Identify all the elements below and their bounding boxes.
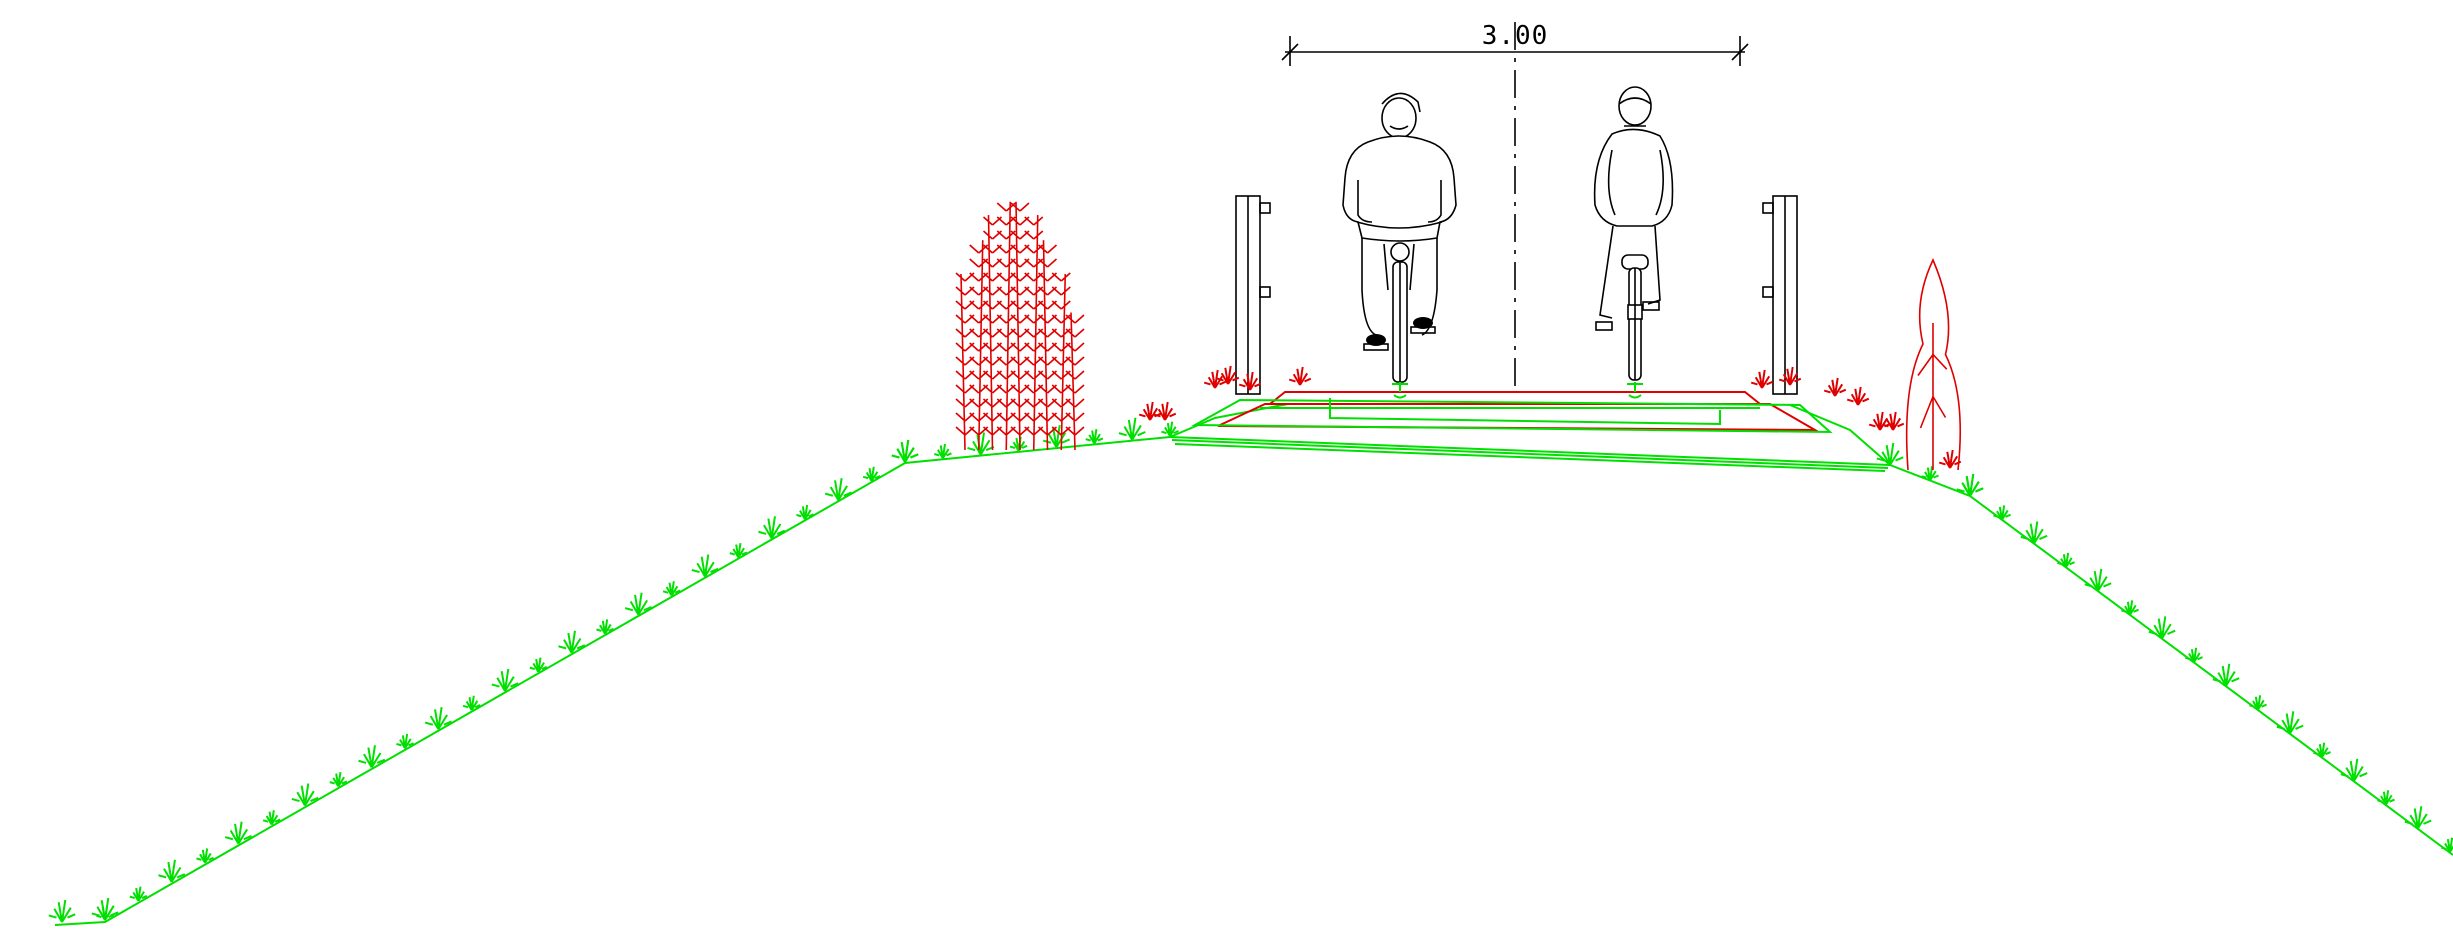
grass-tuft [291,783,319,807]
grass-tuft [262,810,281,826]
grass-tuft [491,668,519,692]
grass-tuft [1161,421,1179,437]
grass-tuft [2185,647,2203,663]
grass-tuft [1238,371,1262,391]
grass-tuft [624,592,652,616]
grass-tuft [2340,758,2368,782]
grass-tuft [462,695,481,711]
grass-tuft [1993,505,2011,521]
grass-tuft [2212,663,2240,687]
grass-tuft [691,554,719,578]
grass-tuft [1938,449,1962,469]
grass-tuft [796,504,814,520]
grass-tuft [1868,411,1892,431]
grass-tuft [1921,466,1939,482]
grass-tuft [1085,428,1104,444]
grass-tuft [824,478,852,501]
subbase-line [1169,436,1891,466]
grass-tuft [967,432,995,456]
grass-tuft [862,466,881,482]
embankment-profile [54,403,2453,926]
grass-tuft [1216,365,1240,385]
right-slope [1889,464,2453,856]
cyclist-front [1342,92,1457,383]
grass-tuft [1778,366,1802,386]
grass-tuft [129,886,148,902]
cypress-outline [1905,258,1962,471]
grass-tuft [1009,436,1028,452]
grass-tuft [2148,616,2176,639]
left-post [1235,195,1271,395]
grass-tuft [2249,695,2267,711]
grass-tuft [758,516,786,539]
right-shrub [1905,258,1962,471]
grass-tuft [158,859,186,883]
grass-tuft [2057,552,2075,568]
grass-tuft [2377,790,2395,806]
grass-tuft [891,439,919,463]
grass-tuft [2084,568,2112,592]
grass-tuft [1153,401,1177,421]
grass-tuft [1956,473,1984,497]
subbase-hatch [1171,439,1889,472]
grass-tuft [934,443,952,459]
grass-tuft [1823,377,1847,397]
grass-tuft [224,821,252,845]
grass-tuft [2313,742,2331,758]
grass-tuft [1876,442,1904,466]
grass-tuft [662,581,681,597]
grass-tuft [2020,521,2048,544]
grass-tuft [1750,369,1774,389]
grass-tuft [329,771,348,787]
right-post [1762,195,1798,395]
width-dimension: 3.00 [1281,21,1749,66]
wheel-contacts [1392,382,1643,399]
grass-tuft [558,630,586,654]
grass-tuft [1138,401,1162,421]
grass-tuft [2276,711,2304,734]
cyclist-rear [1593,86,1674,381]
grass-tuft [1288,366,1312,386]
grass-tuft [91,897,119,921]
right-shoulder [1789,404,1891,466]
left-shrub [955,201,1085,451]
grass-tuft [596,619,614,635]
grass-tuft [424,707,452,730]
base-course-green [1191,398,1833,434]
left-slope [54,436,1171,926]
dimension-label: 3.00 [1482,21,1549,51]
grass-tuft [2121,600,2139,616]
grass-tuft [729,542,748,558]
grass-tuft [358,745,386,768]
grass-tuft [529,657,548,673]
grass-tuft [1846,386,1870,406]
grass-tuft [2404,806,2432,829]
shrub-branches [955,201,1085,451]
red-grass-tufts [1138,365,1962,469]
grass-tuft [1203,369,1227,389]
grass-tuft [48,899,76,923]
grass-tuft [396,733,414,749]
grass-tuft [196,848,214,864]
pavement-layers [1191,391,1833,434]
grass-tuft [1118,417,1146,441]
grass-tufts [48,417,2453,923]
